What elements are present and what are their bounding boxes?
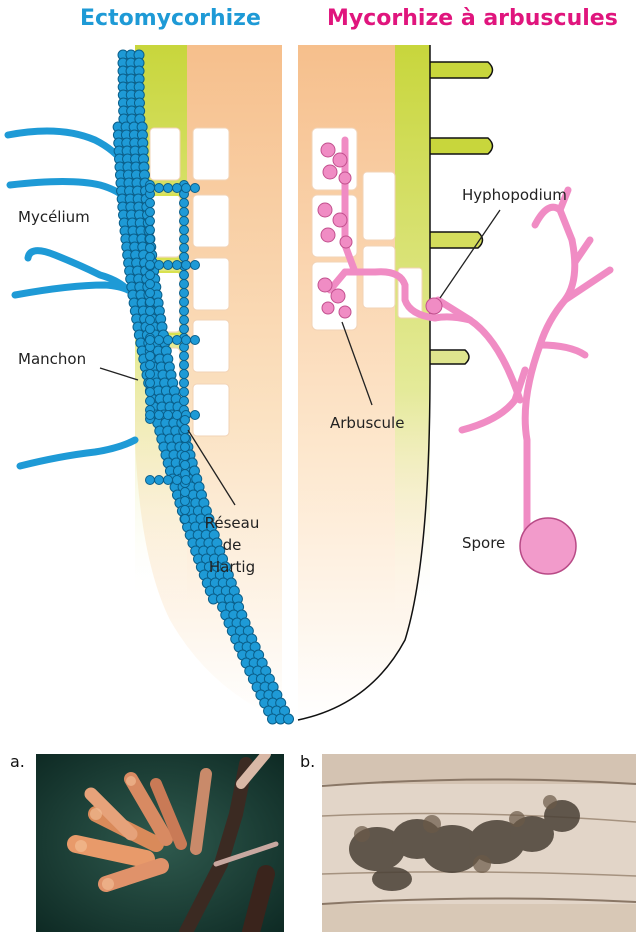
photo-b-label: b. <box>300 752 315 771</box>
mantle-bead <box>180 325 189 334</box>
mantle-bead <box>191 261 200 270</box>
mantle-bead <box>146 184 155 193</box>
mantle-bead <box>146 217 155 226</box>
mantle-bead <box>180 298 189 307</box>
mantle-bead <box>164 184 173 193</box>
spore-body <box>520 518 576 574</box>
mantle-bead <box>180 280 189 289</box>
mantle-bead <box>155 411 164 420</box>
mantle-bead <box>181 443 190 452</box>
mantle-bead <box>180 271 189 280</box>
mantle-bead <box>173 476 182 485</box>
mantle-leader-line <box>100 368 138 380</box>
mantle-bead <box>180 208 189 217</box>
hartig-label-line3: Hartig <box>209 558 255 576</box>
mantle-bead <box>181 515 190 524</box>
mantle-bead <box>164 476 173 485</box>
mantle-bead <box>181 488 190 497</box>
mantle-bead <box>155 336 164 345</box>
mantle-bead <box>173 184 182 193</box>
mantle-bead <box>181 461 190 470</box>
mantle-bead <box>146 325 155 334</box>
mantle-bead <box>182 476 191 485</box>
mantle-bead <box>146 261 155 270</box>
mantle-bead <box>164 336 173 345</box>
mantle-bead <box>173 261 182 270</box>
arbuscule-photo <box>322 754 636 932</box>
mantle-bead <box>181 497 190 506</box>
mantle-bead <box>146 361 155 370</box>
mantle-bead <box>181 506 190 515</box>
mantle-bead <box>146 235 155 244</box>
mantle-bead <box>180 244 189 253</box>
mantle-bead <box>180 397 189 406</box>
mantle-bead <box>284 714 294 724</box>
mantle-bead <box>146 244 155 253</box>
mantle-bead <box>182 261 191 270</box>
hartig-label-line2: de <box>223 536 242 554</box>
arbuscule-label: Arbuscule <box>330 414 404 432</box>
mantle-bead <box>146 226 155 235</box>
mantle-bead <box>146 379 155 388</box>
mantle-bead <box>180 316 189 325</box>
mantle-bead <box>164 411 173 420</box>
mantle-bead <box>146 476 155 485</box>
mantle-bead <box>155 184 164 193</box>
mantle-bead <box>181 452 190 461</box>
mantle-bead <box>180 388 189 397</box>
mantle-label: Manchon <box>18 350 86 368</box>
mantle-bead <box>146 411 155 420</box>
mantle-bead <box>155 476 164 485</box>
photo-a-label: a. <box>10 752 25 771</box>
mantle-bead <box>180 307 189 316</box>
mantle-bead <box>180 199 189 208</box>
mantle-bead <box>146 388 155 397</box>
mantle-bead <box>146 298 155 307</box>
mantle-bead <box>180 361 189 370</box>
mantle-bead <box>191 336 200 345</box>
mantle-bead <box>180 217 189 226</box>
mycelium-label: Mycélium <box>18 208 90 226</box>
mantle-bead <box>146 316 155 325</box>
mantle-bead <box>146 336 155 345</box>
mantle-bead <box>146 289 155 298</box>
mantle-bead <box>164 261 173 270</box>
mycorrhiza-diagram: Mycélium Manchon Réseau de Hartig Hyphop… <box>0 0 644 740</box>
mantle-bead <box>180 379 189 388</box>
mantle-bead <box>180 289 189 298</box>
mantle-bead <box>180 226 189 235</box>
mantle-bead <box>181 416 190 425</box>
mantle-bead <box>146 397 155 406</box>
mantle-bead <box>173 336 182 345</box>
mantle-bead <box>146 370 155 379</box>
mantle-bead <box>146 352 155 361</box>
mantle-bead <box>180 352 189 361</box>
mantle-bead <box>191 411 200 420</box>
mantle-bead <box>173 411 182 420</box>
mantle-bead <box>146 307 155 316</box>
spore-label: Spore <box>462 534 505 552</box>
mantle-bead <box>182 184 191 193</box>
hyphopodium-leader-line <box>440 210 500 298</box>
mantle-bead <box>146 280 155 289</box>
mantle-bead <box>155 261 164 270</box>
hyphopodium-structure <box>426 298 442 314</box>
mantle-bead <box>181 425 190 434</box>
mantle-bead <box>191 184 200 193</box>
mantle-bead <box>146 271 155 280</box>
hyphopodium-label: Hyphopodium <box>462 186 567 204</box>
mantle-bead <box>180 235 189 244</box>
mantle-bead <box>181 434 190 443</box>
mantle-bead <box>146 208 155 217</box>
mantle-bead <box>180 370 189 379</box>
mantle-bead <box>146 199 155 208</box>
hartig-label-line1: Réseau <box>205 514 260 532</box>
mantle-bead <box>182 336 191 345</box>
ectomycorrhiza-photo <box>36 754 284 932</box>
